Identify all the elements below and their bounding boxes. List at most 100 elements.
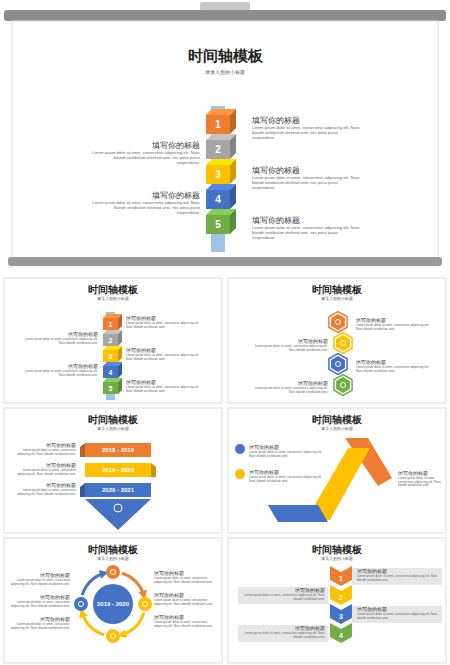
screen	[12, 21, 438, 259]
chevron-face	[330, 604, 352, 624]
heading: 填写你的标题	[250, 338, 328, 344]
body-text: Lorem ipsum dolor sit amet, consectetur …	[23, 370, 98, 377]
timeline-cube: 1	[103, 318, 118, 330]
body-text: Lorem ipsum dolor sit amet, consectetur …	[252, 126, 362, 140]
cube-front	[103, 350, 118, 362]
node-text: 2019 - 2020	[102, 467, 134, 473]
hexagon-icon	[341, 341, 346, 346]
timeline-cube: 5	[103, 382, 118, 394]
slide-panel	[228, 538, 446, 663]
cube-front	[103, 366, 118, 378]
slide-title: 时间轴模板	[237, 284, 437, 296]
arrow-icon	[114, 504, 122, 512]
band-face	[85, 463, 151, 477]
cycle-icon	[79, 602, 84, 607]
band-fold	[151, 463, 156, 477]
slide-panel	[4, 538, 222, 663]
text-bar	[238, 587, 328, 604]
cube-side	[118, 378, 122, 394]
hexagon	[336, 335, 350, 351]
hexagon-ring	[329, 312, 347, 333]
slide-title: 时间轴模板	[237, 544, 437, 556]
cycle-dot	[138, 597, 152, 611]
hexagon-ring	[334, 375, 352, 396]
heading: 填写你的标题	[357, 607, 439, 612]
body-text: Lorem ipsum dolor sit amet, consectetur …	[90, 151, 200, 165]
heading: 填写你的标题	[8, 572, 70, 578]
step-chevron: 2	[330, 585, 352, 605]
slide-panel	[4, 278, 222, 403]
timeline-cube: 3	[206, 165, 230, 184]
cycle-icon	[111, 634, 116, 639]
ribbon-blue	[268, 505, 328, 522]
center-circle: 2019 - 2020	[93, 584, 133, 624]
cube-side	[118, 346, 122, 362]
body-text: Lorem ipsum dolor sit amet, consectetur …	[250, 345, 328, 352]
slide-title: 时间轴模板	[125, 47, 325, 65]
heading: 填写你的标题	[249, 469, 324, 475]
heading: 填写你的标题	[154, 614, 216, 620]
body-text: Lorem ipsum dolor sit amet, consectetur …	[243, 594, 325, 601]
cube-side	[230, 209, 236, 234]
cube-side	[118, 314, 122, 330]
icon-circle	[235, 444, 245, 454]
body-text: Lorem ipsum dolor sit amet, consectetur …	[10, 449, 76, 456]
heading: 填写你的标题	[90, 141, 200, 150]
node-text: 2018 - 2019	[102, 447, 134, 453]
body-text: Lorem ipsum dolor sit amet, consectetur …	[126, 354, 201, 361]
cube-front	[206, 140, 230, 159]
heading: 填写你的标题	[252, 216, 362, 225]
cube-front	[206, 190, 230, 209]
cube-front	[206, 165, 230, 184]
heading: 填写你的标题	[8, 616, 70, 622]
node-text: 2	[339, 594, 343, 601]
timeline-cube: 1	[206, 115, 230, 134]
hexagon-ring	[329, 354, 347, 375]
node-text: 5	[215, 220, 221, 230]
node-text: 1	[339, 575, 343, 582]
heading: 填写你的标题	[252, 166, 362, 175]
subtitle: 请录入您的小标题	[237, 427, 437, 431]
timeline-cube: 5	[206, 215, 230, 234]
hexagon-icon	[336, 362, 341, 367]
year-band: 2018 - 2019	[85, 443, 151, 457]
body-text: Lorem ipsum dolor sit amet, consectetur …	[8, 601, 70, 608]
hexagon	[331, 314, 345, 330]
body-text: Lorem ipsum dolor sit amet, consectetur …	[126, 386, 201, 393]
body-text: Lorem ipsum dolor sit amet, consectetur …	[154, 621, 216, 628]
heading: 填写你的标题	[23, 331, 98, 337]
node-text: 3	[215, 170, 221, 180]
node-text: 2	[109, 337, 113, 344]
timeline-cube: 2	[206, 140, 230, 159]
cube-side	[230, 184, 236, 209]
node-text: 2	[215, 145, 221, 155]
chevron-face	[330, 566, 352, 586]
heading: 填写你的标题	[154, 592, 216, 598]
cycle-dot	[106, 629, 120, 643]
body-text: Lorem ipsum dolor sit amet, consectetur …	[356, 324, 434, 331]
cycle-icon	[143, 602, 148, 607]
heading: 填写你的标题	[250, 380, 328, 386]
screen-rail	[8, 257, 442, 266]
cube-side	[230, 159, 236, 184]
body-text: Lorem ipsum dolor sit amet, consectetur …	[250, 387, 328, 394]
heading: 填写你的标题	[10, 462, 76, 468]
node-text: 1	[109, 321, 113, 328]
body-text: Lorem ipsum dolor sit amet, consectetur …	[249, 451, 324, 458]
timeline-cube: 3	[103, 350, 118, 362]
body-text: Lorem ipsum dolor sit amet, consectetur …	[154, 577, 216, 584]
slide-title: 时间轴模板	[237, 414, 437, 426]
cube-side	[230, 109, 236, 134]
band-face	[85, 483, 151, 497]
cube-front	[103, 318, 118, 330]
node-text: 2019 - 2020	[97, 601, 129, 607]
body-text: Lorem ipsum dolor sit amet, consectetur …	[23, 338, 98, 345]
slide-title: 时间轴模板	[13, 414, 213, 426]
heading: 填写你的标题	[243, 626, 325, 631]
body-text: Lorem ipsum dolor sit amet, consectetur …	[252, 226, 362, 240]
heading: 填写你的标题	[10, 482, 76, 488]
body-text: Lorem ipsum dolor sit amet, consectetur …	[356, 366, 434, 373]
heading: 填写你的标题	[252, 116, 362, 125]
body-text: Lorem ipsum dolor sit amet, consectetur …	[357, 575, 439, 582]
